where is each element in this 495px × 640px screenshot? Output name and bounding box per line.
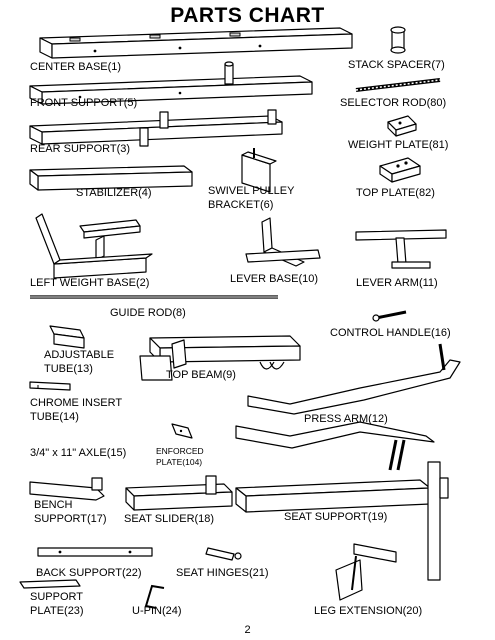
label-left-weight-base: LEFT WEIGHT BASE(2)	[30, 277, 150, 289]
top-beam-drawing	[139, 335, 301, 381]
label-stabilizer: STABILIZER(4)	[76, 187, 152, 199]
seat-hinges-drawing	[205, 547, 242, 561]
selector-rod-drawing	[355, 78, 441, 92]
label-support-plate-line1: SUPPORT	[30, 591, 83, 603]
u-pin-drawing	[144, 584, 165, 609]
label-center-base: CENTER BASE(1)	[30, 61, 122, 73]
press-arm-drawing	[235, 343, 461, 471]
label-support-plate-line2: PLATE(23)	[30, 605, 84, 617]
page-number: 2	[244, 624, 251, 636]
lever-base-drawing	[245, 217, 321, 267]
label-top-beam: TOP BEAM(9)	[166, 369, 236, 381]
swivel-pulley-bracket-drawing	[241, 148, 277, 193]
label-leg-extension: LEG EXTENSION(20)	[314, 605, 423, 617]
label-swivel-pulley-line2: BRACKET(6)	[208, 199, 274, 211]
stack-spacer-drawing	[390, 26, 406, 54]
weight-plate-drawing	[387, 115, 417, 137]
top-plate-drawing	[379, 157, 421, 183]
label-swivel-pulley-line1: SWIVEL PULLEY	[208, 185, 295, 197]
stabilizer-drawing	[29, 165, 193, 191]
label-front-support: FRONT SUPPORT(5)	[30, 97, 138, 109]
label-enforced-plate-line2: PLATE(104)	[156, 457, 203, 467]
label-lever-arm: LEVER ARM(11)	[356, 277, 438, 289]
left-weight-base-drawing	[35, 213, 153, 279]
label-bench-support-line2: SUPPORT(17)	[34, 513, 107, 525]
label-bench-support-line1: BENCH	[34, 499, 73, 511]
label-seat-slider: SEAT SLIDER(18)	[124, 513, 215, 525]
page-title: PARTS CHART	[170, 4, 325, 27]
bench-support-drawing	[29, 477, 105, 501]
label-top-plate: TOP PLATE(82)	[356, 187, 435, 199]
label-chrome-insert-line2: TUBE(14)	[30, 411, 79, 423]
back-support-drawing	[37, 547, 153, 557]
center-base-drawing	[39, 27, 353, 59]
lever-arm-drawing	[355, 229, 447, 269]
label-seat-hinges: SEAT HINGES(21)	[176, 567, 269, 579]
label-chrome-insert-line1: CHROME INSERT	[30, 397, 123, 409]
chrome-insert-tube-drawing	[29, 381, 71, 391]
seat-slider-drawing	[125, 475, 233, 511]
leg-extension-drawing	[335, 543, 397, 601]
label-guide-rod: GUIDE ROD(8)	[110, 307, 186, 319]
label-adjustable-tube-line1: ADJUSTABLE	[44, 349, 115, 361]
label-enforced-plate-line1: ENFORCED	[156, 446, 204, 456]
label-seat-support: SEAT SUPPORT(19)	[284, 511, 388, 523]
label-back-support: BACK SUPPORT(22)	[36, 567, 142, 579]
rear-support-drawing	[29, 109, 283, 147]
label-weight-plate: WEIGHT PLATE(81)	[348, 139, 449, 151]
label-adjustable-tube-line2: TUBE(13)	[44, 363, 93, 375]
enforced-plate-drawing	[171, 423, 193, 439]
seat-support-drawing	[235, 461, 449, 581]
label-stack-spacer: STACK SPACER(7)	[348, 59, 445, 71]
control-handle-drawing	[372, 310, 407, 322]
front-support-drawing	[29, 61, 313, 105]
label-selector-rod: SELECTOR ROD(80)	[340, 97, 447, 109]
adjustable-tube-drawing	[49, 325, 85, 349]
label-control-handle: CONTROL HANDLE(16)	[330, 327, 451, 339]
label-press-arm: PRESS ARM(12)	[304, 413, 388, 425]
label-u-pin: U-PIN(24)	[132, 605, 182, 617]
label-axle: 3/4" x 11" AXLE(15)	[30, 447, 127, 459]
label-rear-support: REAR SUPPORT(3)	[30, 143, 131, 155]
support-plate-drawing	[19, 579, 81, 589]
label-lever-base: LEVER BASE(10)	[230, 273, 319, 285]
